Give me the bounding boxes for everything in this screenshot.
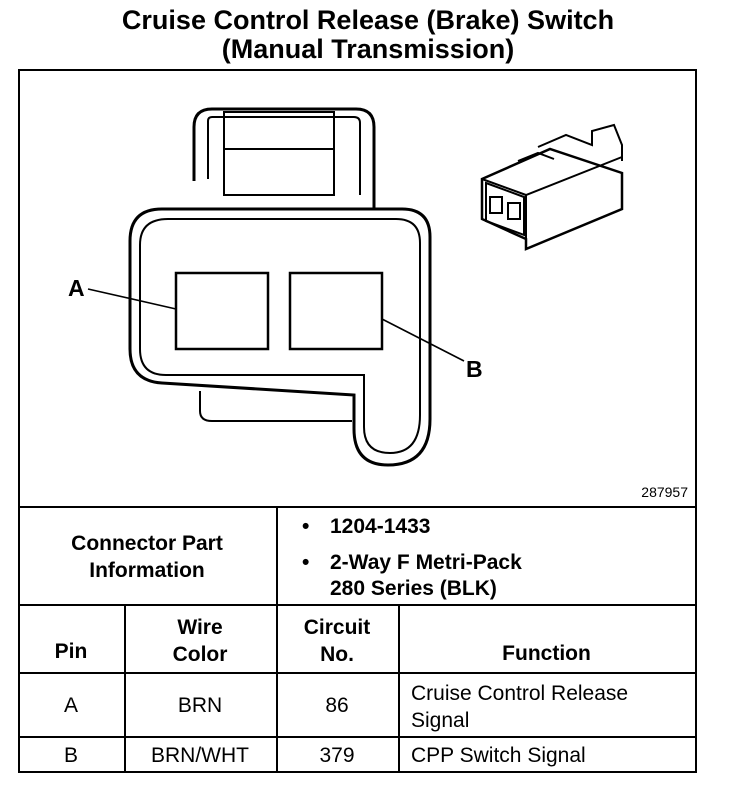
header-circuit-line-2: No.	[320, 643, 354, 666]
row-a-pin: A	[63, 694, 78, 717]
header-circuit-line-1: Circuit	[303, 616, 371, 639]
title-line-1: Cruise Control Release (Brake) Switch	[121, 5, 615, 35]
pin-label-a: A	[68, 275, 85, 301]
row-b-wire-color: BRN/WHT	[151, 744, 249, 767]
row-b-function: CPP Switch Signal	[411, 744, 586, 767]
table-header-row: Pin Wire Color Circuit No. Function	[18, 604, 697, 674]
table-row: B BRN/WHT 379 CPP Switch Signal	[18, 736, 697, 773]
header-wire-color-line-1: Wire	[177, 616, 223, 639]
connector-info-row: Connector Part Information 1204-1433 2-W…	[18, 506, 697, 606]
row-a-wire-color: BRN	[177, 694, 223, 717]
header-wire-color: Wire Color	[124, 614, 276, 668]
row-a-function: Cruise Control Release Signal	[411, 680, 691, 734]
connector-type: 2-Way F Metri-Pack 280 Series (BLK)	[302, 550, 682, 602]
connector-part-number: 1204-1433	[302, 514, 682, 540]
connector-info-label-line-2: Information	[89, 559, 205, 582]
outer-frame	[18, 69, 697, 773]
connector-face-drawing	[87, 107, 624, 467]
row-a-circuit: 86	[325, 694, 349, 717]
figure-id: 287957	[641, 484, 688, 500]
header-wire-color-line-2: Color	[172, 643, 228, 666]
header-pin: Pin	[54, 640, 88, 663]
connector-type-line-2: 280 Series (BLK)	[330, 577, 497, 600]
connector-info-label-line-1: Connector Part	[71, 532, 223, 555]
page-title: Cruise Control Release (Brake) Switch (M…	[0, 6, 736, 64]
row-a-function-line-1: Cruise Control Release	[411, 682, 629, 705]
divider	[276, 508, 278, 606]
connector-info-label: Connector Part Information	[18, 530, 276, 584]
connector-diagram: A B	[18, 69, 697, 508]
connector-info-items: 1204-1433 2-Way F Metri-Pack 280 Series …	[302, 514, 682, 602]
header-function: Function	[502, 642, 591, 665]
row-b-circuit: 379	[319, 744, 355, 767]
row-a-function-line-2: Signal	[411, 709, 470, 732]
header-circuit: Circuit No.	[276, 614, 398, 668]
connector-type-line-1: 2-Way F Metri-Pack	[330, 551, 522, 574]
title-line-2: (Manual Transmission)	[221, 34, 515, 64]
row-b-pin: B	[63, 744, 78, 767]
table-row: A BRN 86 Cruise Control Release Signal	[18, 672, 697, 738]
pin-label-b: B	[466, 356, 483, 382]
